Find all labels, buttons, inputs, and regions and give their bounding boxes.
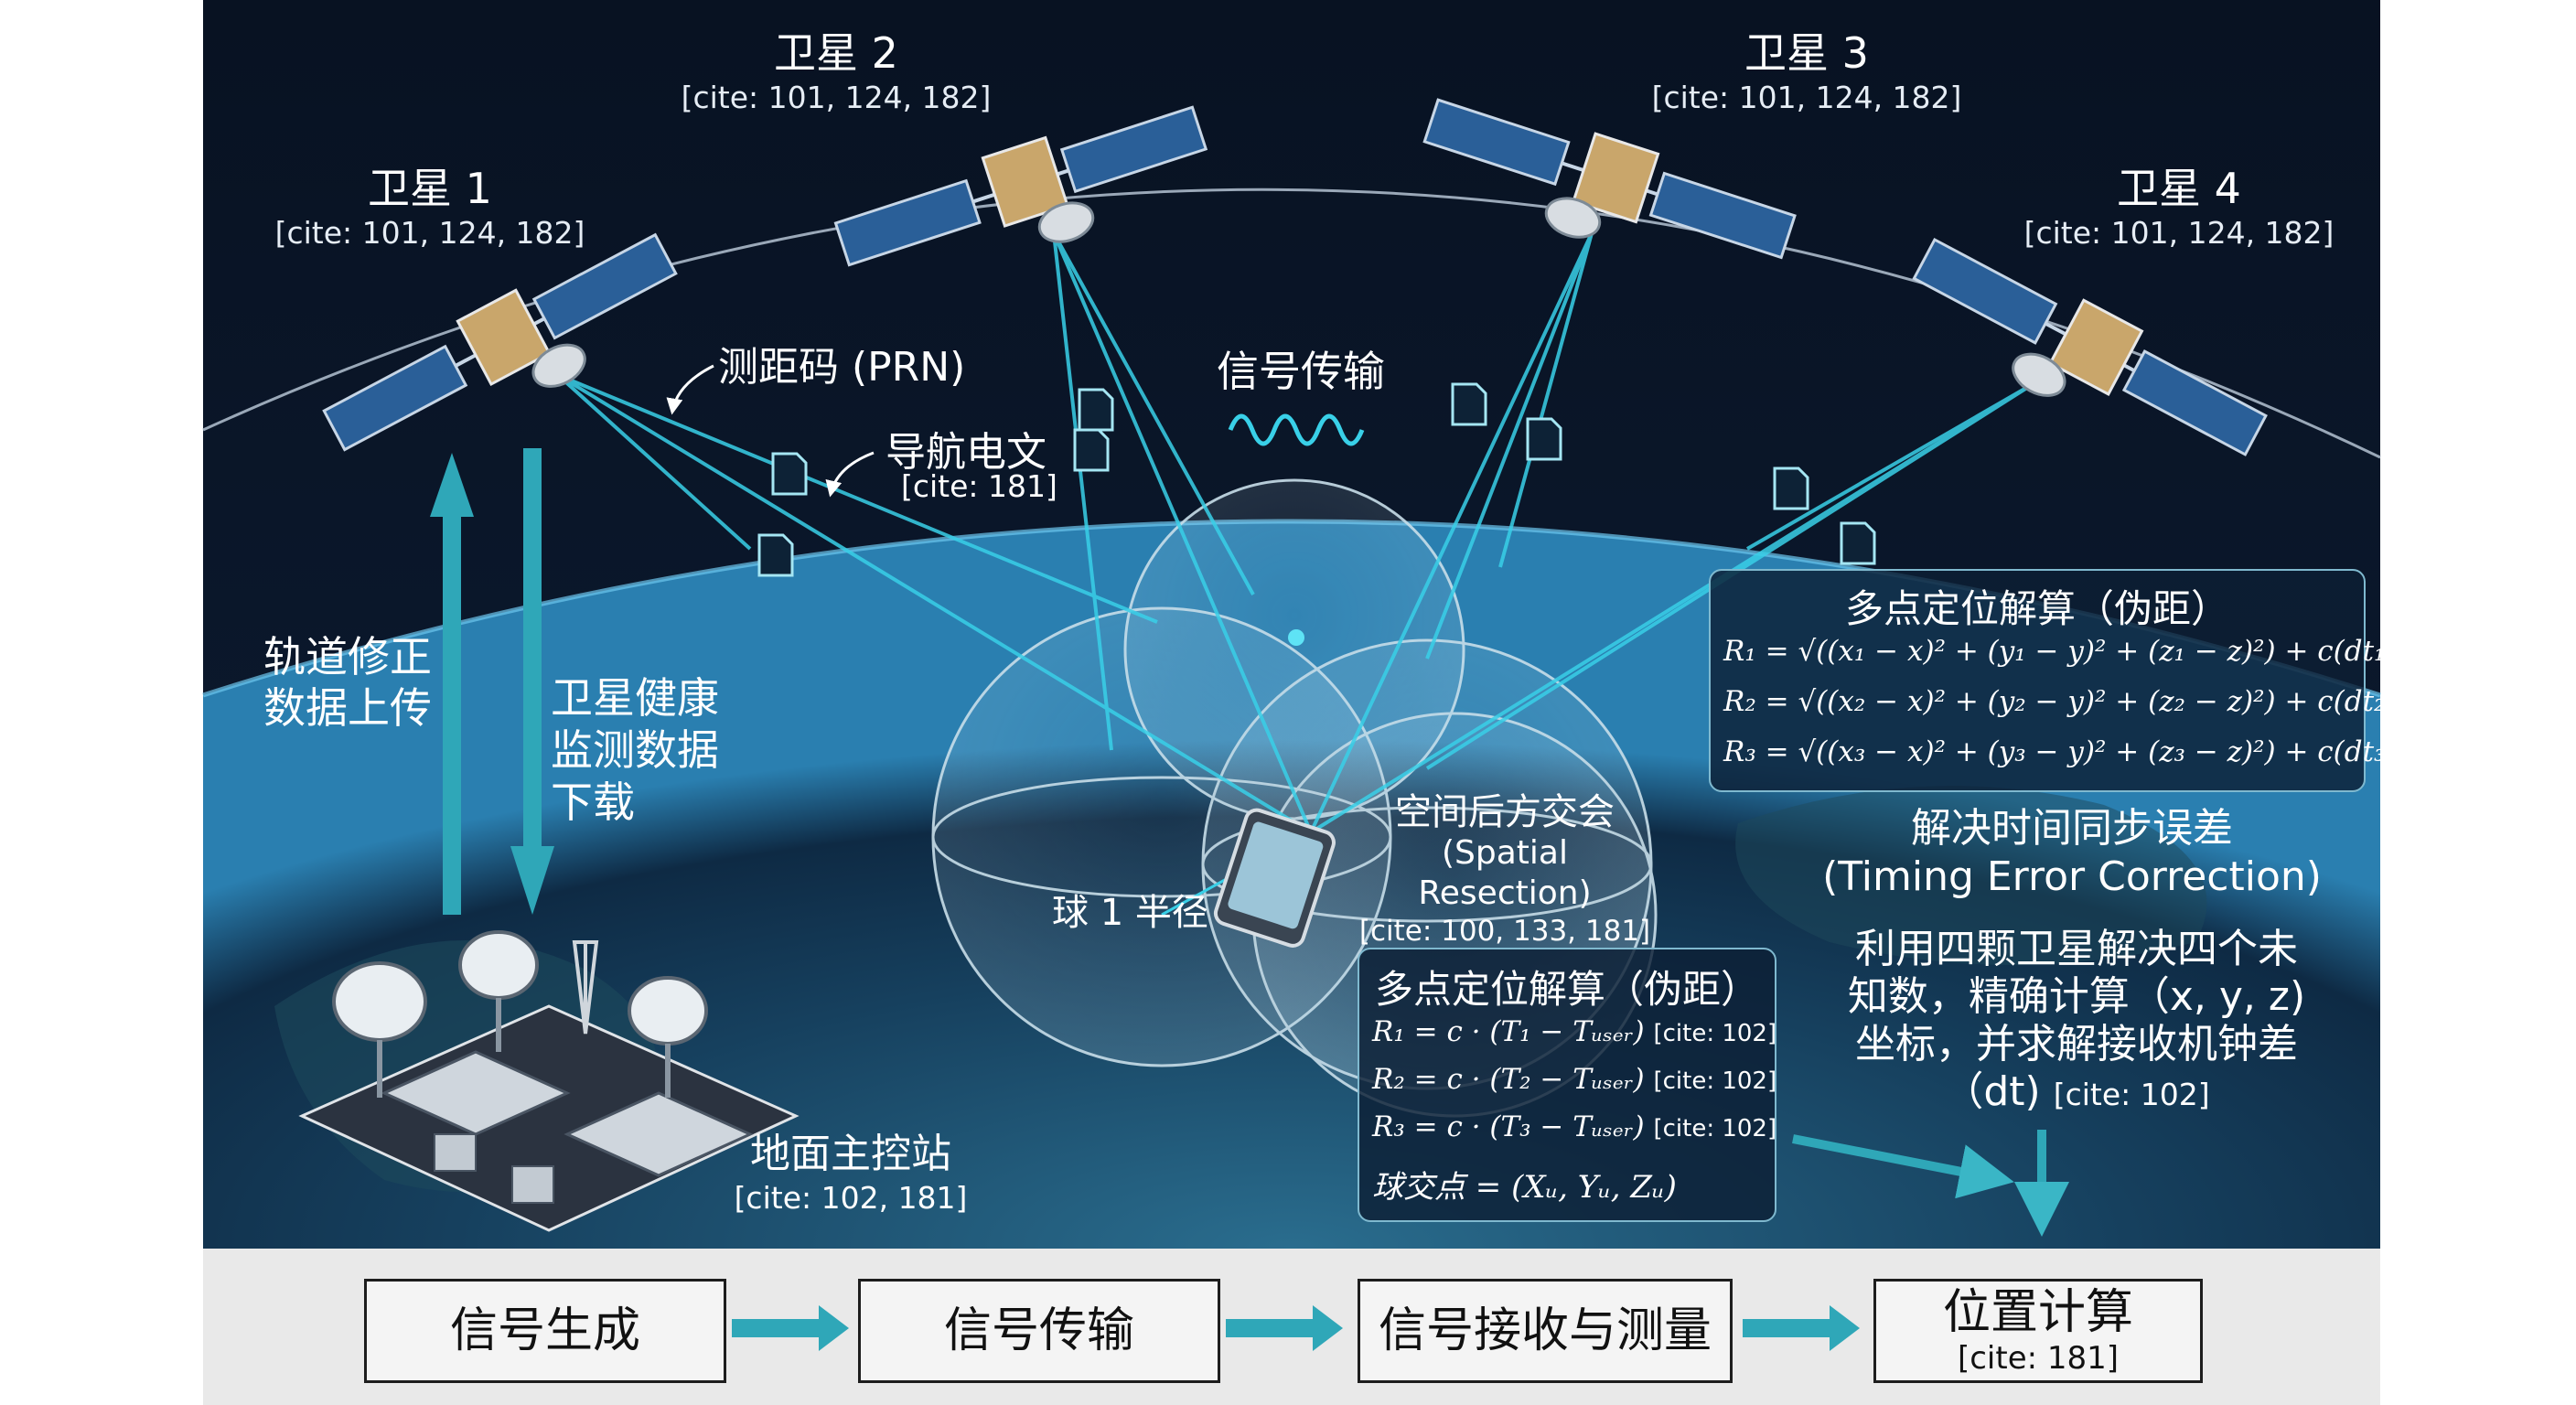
satellite-name: 卫星 3: [1744, 28, 1869, 78]
signal-wave-icon: [1228, 413, 1365, 446]
time-of-flight-panel: 多点定位解算（伪距） R₁ = c · (T₁ − Tᵤₛₑᵣ) [cite: …: [1358, 948, 1776, 1222]
health-download-label: 卫星健康 监测数据 下载: [551, 672, 719, 829]
satellite-icon: [833, 105, 1208, 267]
satellite-icon: [322, 232, 678, 452]
timing-arrow: [1792, 1134, 2014, 1199]
satellite-1-label: 卫星 1 [cite: 101, 124, 182]: [274, 163, 585, 252]
phone-receiver-icon: [1213, 808, 1336, 948]
flow-step-label: 信号生成: [449, 1303, 640, 1358]
panel-title: 多点定位解算（伪距）: [1844, 586, 2229, 631]
timing-title: 解决时间同步误差: [1911, 805, 2233, 852]
equation: R₂ = c · (T₂ − Tᵤₛₑᵣ): [1372, 1063, 1645, 1096]
ground-station-icon: [298, 930, 800, 1232]
orbit-upload-label: 轨道修正 数据上传: [263, 631, 432, 734]
flow-step-signal-generation: 信号生成: [364, 1279, 726, 1383]
equation-row: R₁ = √((x₁ − x)² + (y₁ − y)² + (z₁ − z)²…: [1723, 635, 2479, 668]
satellite-4-label: 卫星 4 [cite: 101, 124, 182]: [2023, 163, 2334, 252]
nav-msg-pointer-arrow: [825, 451, 875, 498]
timing-desc-line: （dt): [1943, 1068, 2041, 1115]
satellite-name: 卫星 4: [2117, 164, 2241, 213]
equation: R₃ = c · (T₃ − Tᵤₛₑᵣ): [1372, 1110, 1645, 1143]
equation-row: R₂ = √((x₂ − x)² + (y₂ − y)² + (z₂ − z)²…: [1723, 685, 2479, 718]
flow-step-label: 信号接收与测量: [1378, 1303, 1712, 1358]
health-download-line: 卫星健康: [551, 673, 719, 723]
equation-row: R₃ = c · (T₃ − Tᵤₛₑᵣ) [cite: 102]: [1372, 1110, 1776, 1143]
health-download-line: 监测数据: [551, 725, 719, 775]
land-mass: [1735, 786, 2207, 965]
satellite-cite: [cite: 101, 124, 182]: [1651, 80, 1962, 115]
intersection-point: [1288, 629, 1304, 646]
flow-step-cite: [cite: 181]: [1957, 1340, 2120, 1377]
satellite-name: 卫星 2: [774, 28, 898, 78]
resection-cite: [cite: 100, 133, 181]: [1358, 915, 1651, 948]
satellite-cite: [cite: 101, 124, 182]: [274, 215, 585, 251]
satellite-cite: [cite: 101, 124, 182]: [2023, 215, 2334, 251]
nav-message-label: 导航电文: [886, 429, 1046, 476]
prn-pointer-arrow: [666, 364, 714, 415]
satellite-icon: [1422, 98, 1797, 260]
equation-cite: [cite: 102]: [1653, 1115, 1777, 1142]
timing-desc-line: 坐标，并求解接收机钟差: [1855, 1021, 2298, 1067]
equation-row: R₃ = √((x₃ − x)² + (y₃ − y)² + (z₃ − z)²…: [1723, 735, 2479, 768]
equation-row: R₂ = c · (T₂ − Tᵤₛₑᵣ) [cite: 102]: [1372, 1063, 1776, 1096]
satellite-2-label: 卫星 2 [cite: 101, 124, 182]: [681, 27, 992, 117]
satellite-name: 卫星 1: [368, 164, 492, 213]
flow-step-signal-transmission: 信号传输: [858, 1279, 1220, 1383]
satellite-icon: [1912, 237, 2268, 456]
signal-transmission-label: 信号传输: [1217, 347, 1385, 396]
orbit-upload-line: 数据上传: [263, 683, 432, 733]
flow-step-label: 信号传输: [943, 1303, 1134, 1358]
spatial-resection-label: 空间后方交会 (Spatial Resection) [cite: 100, 1…: [1358, 791, 1651, 949]
pseudorange-equation-panel: 多点定位解算（伪距） R₁ = √((x₁ − x)² + (y₁ − y)² …: [1709, 569, 2479, 792]
equation-row: R₁ = c · (T₁ − Tᵤₛₑᵣ) [cite: 102]: [1372, 1015, 1776, 1048]
nav-message-doc-icon: [757, 382, 1876, 577]
nav-message-cite: [cite: 181]: [901, 468, 1057, 504]
uplink-arrow: [430, 453, 474, 915]
timing-description: 利用四颗卫星解决四个未 知数，精确计算（x, y, z) 坐标，并求解接收机钟差…: [1820, 926, 2333, 1119]
prn-label: 测距码 (PRN): [718, 344, 966, 391]
equation: R₁ = c · (T₁ − Tᵤₛₑᵣ): [1372, 1015, 1645, 1048]
ground-station-label: 地面主控站 [cite: 102, 181]: [732, 1130, 970, 1217]
intersection-equation: 球交点 = (Xᵤ, Yᵤ, Zᵤ): [1372, 1169, 1677, 1206]
panel-title: 多点定位解算（伪距）: [1374, 967, 1759, 1012]
satellite-3-label: 卫星 3 [cite: 101, 124, 182]: [1651, 27, 1962, 117]
equation-cite: [cite: 102]: [1653, 1067, 1777, 1095]
resection-subtitle: (Spatial Resection): [1418, 834, 1592, 912]
orbit-upload-line: 轨道修正: [263, 632, 432, 681]
flow-step-label: 位置计算: [1942, 1285, 2133, 1340]
timing-desc-cite: [cite: 102]: [2053, 1077, 2210, 1112]
sphere-radius-label: 球 1 半径: [1052, 892, 1208, 934]
timing-error-block: 解决时间同步误差 (Timing Error Correction): [1816, 805, 2328, 902]
downlink-arrow: [510, 448, 554, 915]
timing-desc-last-line: （dt) [cite: 102]: [1820, 1068, 2333, 1119]
health-download-line: 下载: [551, 778, 635, 827]
flow-arrow: [732, 1305, 1860, 1351]
satellite-cite: [cite: 101, 124, 182]: [681, 80, 992, 115]
timing-desc-line: 利用四颗卫星解决四个未: [1855, 926, 2298, 972]
ground-station-cite: [cite: 102, 181]: [734, 1180, 968, 1216]
timing-subtitle: (Timing Error Correction): [1822, 853, 2322, 900]
resection-title: 空间后方交会: [1395, 791, 1615, 833]
flow-step-signal-reception: 信号接收与测量: [1358, 1279, 1733, 1383]
timing-desc-line: 知数，精确计算（x, y, z): [1847, 973, 2306, 1020]
ground-station-title: 地面主控站: [750, 1131, 951, 1177]
flow-step-position-calculation: 位置计算 [cite: 181]: [1873, 1279, 2203, 1383]
equation-cite: [cite: 102]: [1653, 1020, 1777, 1047]
